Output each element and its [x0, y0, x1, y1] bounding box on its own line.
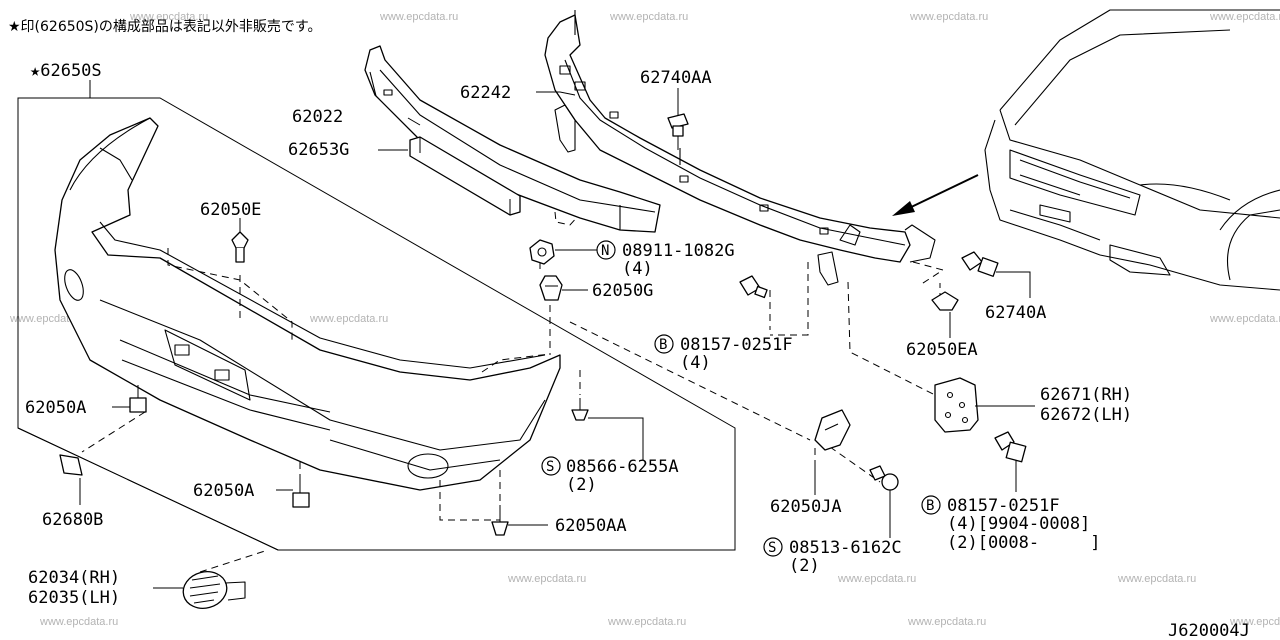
watermark: www.epcdata.ru [1117, 573, 1196, 585]
label-62740A: 62740A [985, 303, 1046, 323]
leader-lines [79, 88, 1035, 589]
label-08157-b: 08157-0251F [947, 496, 1060, 516]
watermark: www.epcdata.ru [129, 11, 208, 23]
clip-62050G [539, 275, 563, 301]
guide-lines [81, 211, 945, 573]
label-62050AA: 62050AA [555, 516, 627, 536]
label-08157-b-qty1: (4)[9904-0008] [947, 514, 1090, 534]
label-62671: 62671(RH) [1040, 385, 1132, 405]
watermark: www.epcdata.ru [609, 11, 688, 23]
watermark: www.epcdata.ru [1209, 313, 1280, 325]
vehicle-silhouette [984, 9, 1280, 291]
clip-62050JA [814, 409, 851, 451]
clip-62050EA [931, 291, 959, 311]
bolt-08157-a [739, 275, 768, 299]
bolt-62050A-1 [129, 385, 147, 413]
watermark: www.epcdata.ru [507, 573, 586, 585]
label-08157-a: 08157-0251F [680, 335, 793, 355]
label-08157-a-qty: (4) [680, 353, 711, 373]
watermark: www.epcdata.ru [607, 616, 686, 628]
label-62050EA: 62050EA [906, 340, 978, 360]
watermark: www.epcdata.ru [837, 573, 916, 585]
label-62035: 62035(LH) [28, 588, 120, 608]
label-62050JA: 62050JA [770, 497, 842, 517]
clip-62050E [231, 231, 249, 263]
radiator-core-support-62242 [544, 10, 936, 286]
label-62672: 62672(LH) [1040, 405, 1132, 425]
watermark: www.epcdata.ru [907, 616, 986, 628]
watermark: www.epcdata.ru [309, 313, 388, 325]
watermark: www.epcdata.ru [909, 11, 988, 23]
nut-symbol-text: N [601, 243, 609, 259]
energy-absorber-62653G [409, 136, 521, 216]
label-62680B: 62680B [42, 510, 103, 530]
bolt-62740AA [667, 113, 689, 150]
label-08911-qty: (4) [622, 259, 653, 279]
label-08911: 08911-1082G [622, 241, 735, 261]
screw-08513 [869, 465, 899, 491]
screw-symbol-text: S [768, 540, 776, 556]
label-08566: 08566-6255A [566, 457, 679, 477]
label-62022: 62022 [292, 107, 343, 127]
label-62653G: 62653G [288, 140, 349, 160]
watermark: www.epcdata.ru [379, 11, 458, 23]
screw-08566 [571, 398, 589, 421]
label-62740AA: 62740AA [640, 68, 712, 88]
label-62050G: 62050G [592, 281, 653, 301]
screw-62050AA [491, 505, 509, 536]
nut-symbol-N [596, 240, 616, 260]
clip-62680B [59, 454, 83, 476]
label-62050A-2: 62050A [193, 481, 254, 501]
label-08513-qty: (2) [789, 556, 820, 576]
label-62050A-1: 62050A [25, 398, 86, 418]
bumper-reinforcement-62022 [364, 45, 661, 233]
label-08566-qty: (2) [566, 475, 597, 495]
screw-symbol-S [763, 537, 783, 557]
bolt-symbol-B [654, 334, 674, 354]
screw-symbol-S [541, 456, 561, 476]
watermark: www.epcdata.ru [39, 616, 118, 628]
bolt-symbol-text: B [659, 337, 667, 353]
label-62242: 62242 [460, 83, 511, 103]
label-08157-b-qty2: (2)[0008- ] [947, 533, 1101, 553]
watermark-layer: www.epcdata.ru www.epcdata.ru www.epcdat… [9, 11, 1280, 628]
assembly-frame [17, 80, 736, 551]
bolt-symbol-text: B [926, 498, 934, 514]
label-62034: 62034(RH) [28, 568, 120, 588]
bolt-08157-b [994, 431, 1027, 463]
parts-note: ★印(62650S)の構成部品は表記以外非販売です。 [8, 18, 322, 35]
fog-lamp-cover-62034 [182, 571, 246, 609]
fasteners [59, 113, 1027, 609]
bolt-62050A-2 [292, 478, 310, 508]
bolt-symbol-B [921, 495, 941, 515]
nut-08911 [529, 239, 555, 265]
watermark: www.epcdata.ru [1229, 616, 1280, 628]
bolt-62740A [961, 251, 999, 277]
bumper-fascia [54, 117, 561, 491]
label-62650S: ★62650S [30, 61, 102, 81]
direction-arrow [892, 174, 979, 216]
watermark: www.epcdata.ru [1209, 11, 1280, 23]
label-62050E: 62050E [200, 200, 261, 220]
label-08513: 08513-6162C [789, 538, 902, 558]
diagram-id: J620004J [1168, 621, 1250, 640]
part-labels: ★62650S 62022 62653G 62242 62740AA 62050… [25, 61, 1250, 640]
screw-symbol-text: S [546, 459, 554, 475]
bracket-62671 [934, 377, 979, 433]
